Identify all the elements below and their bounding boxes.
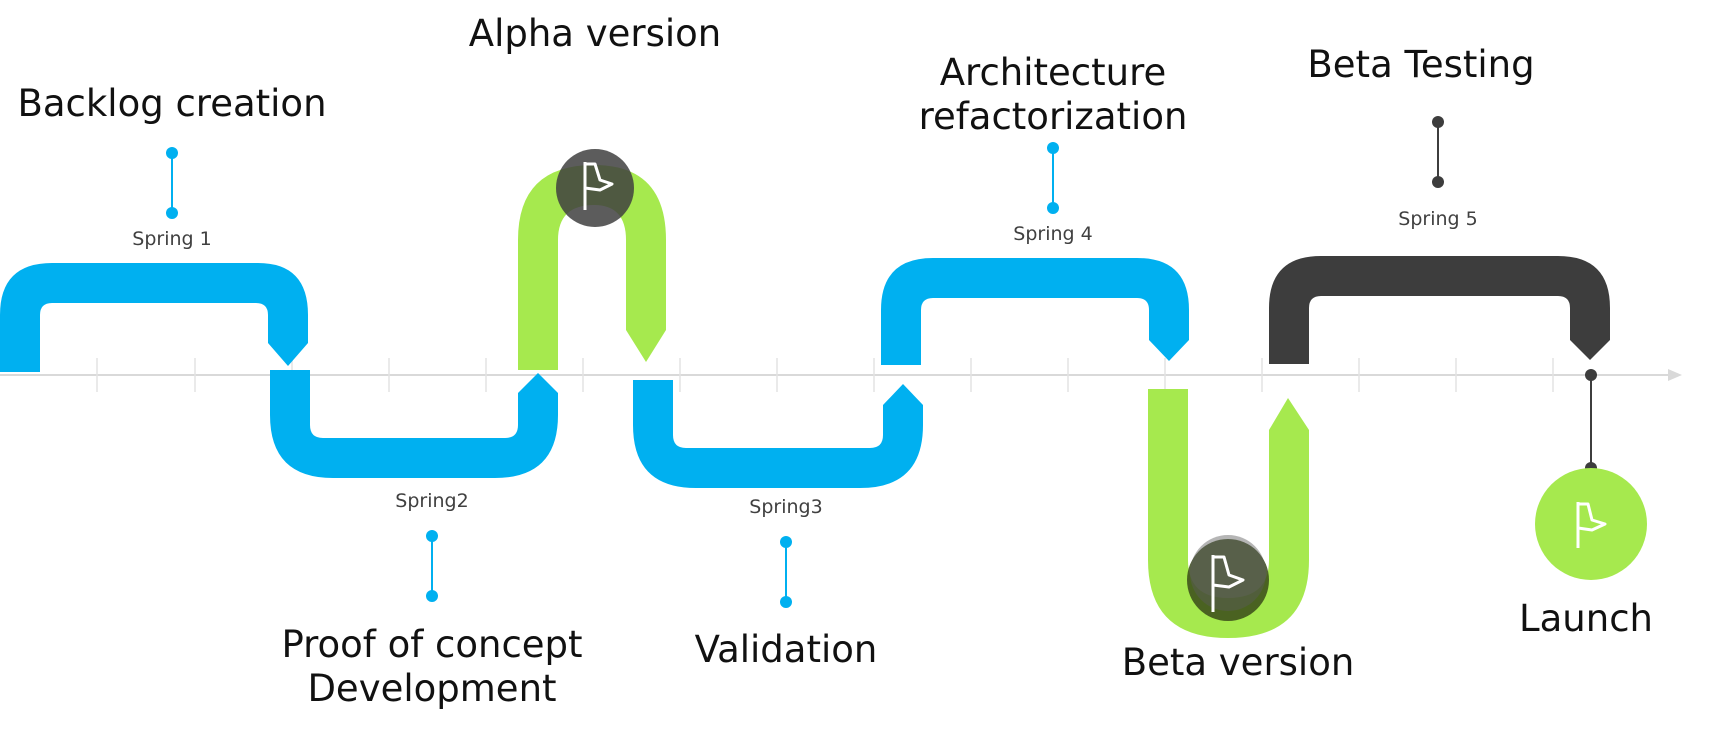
sprint-2-arrow — [270, 370, 558, 478]
alpha-arrow — [518, 165, 666, 370]
launch-flag-badge — [1535, 468, 1647, 580]
flag-icon — [1576, 502, 1607, 548]
milestone-title-beta-version: Beta version — [1121, 641, 1355, 684]
milestone-title-backlog: Backlog creation — [17, 82, 327, 125]
sprint-label-4: Spring 4 — [1013, 223, 1093, 245]
sprint-label-3: Spring3 — [749, 496, 823, 518]
connector-sprint-1 — [166, 147, 178, 219]
title-line: refactorization — [918, 95, 1188, 138]
milestone-title-proof-of-concept: Proof of concept Development — [281, 623, 582, 711]
timeline-axis-arrow — [1668, 369, 1682, 381]
sprint-4-arrow — [881, 258, 1189, 365]
sprint-5-arrow — [1269, 256, 1610, 364]
connector-sprint-5 — [1432, 116, 1444, 188]
title-line: Proof of concept — [281, 623, 583, 666]
connector-sprint-4 — [1047, 142, 1059, 214]
milestone-title-alpha: Alpha version — [468, 12, 722, 55]
sprint-label-2: Spring2 — [395, 490, 469, 512]
title-line: Development — [307, 667, 557, 710]
connector-launch — [1585, 369, 1597, 474]
sprint-label-5: Spring 5 — [1398, 208, 1478, 230]
sprint-label-1: Spring 1 — [132, 228, 212, 250]
beta-flag-badge — [1187, 535, 1269, 621]
alpha-flag-badge — [556, 149, 634, 227]
sprint-1-arrow — [0, 263, 308, 372]
sprint-3-arrow — [633, 380, 923, 488]
connector-sprint-2 — [426, 530, 438, 602]
flag-icon — [583, 162, 614, 210]
milestone-title-beta-testing: Beta Testing — [1307, 43, 1535, 86]
title-line: Architecture — [939, 51, 1167, 94]
milestone-title-architecture: Architecture refactorization — [919, 51, 1188, 139]
milestone-title-launch: Launch — [1519, 597, 1653, 640]
axis-ticks — [96, 358, 1554, 392]
connector-sprint-3 — [780, 536, 792, 608]
milestone-title-validation: Validation — [694, 628, 878, 671]
flag-icon — [1211, 555, 1245, 612]
